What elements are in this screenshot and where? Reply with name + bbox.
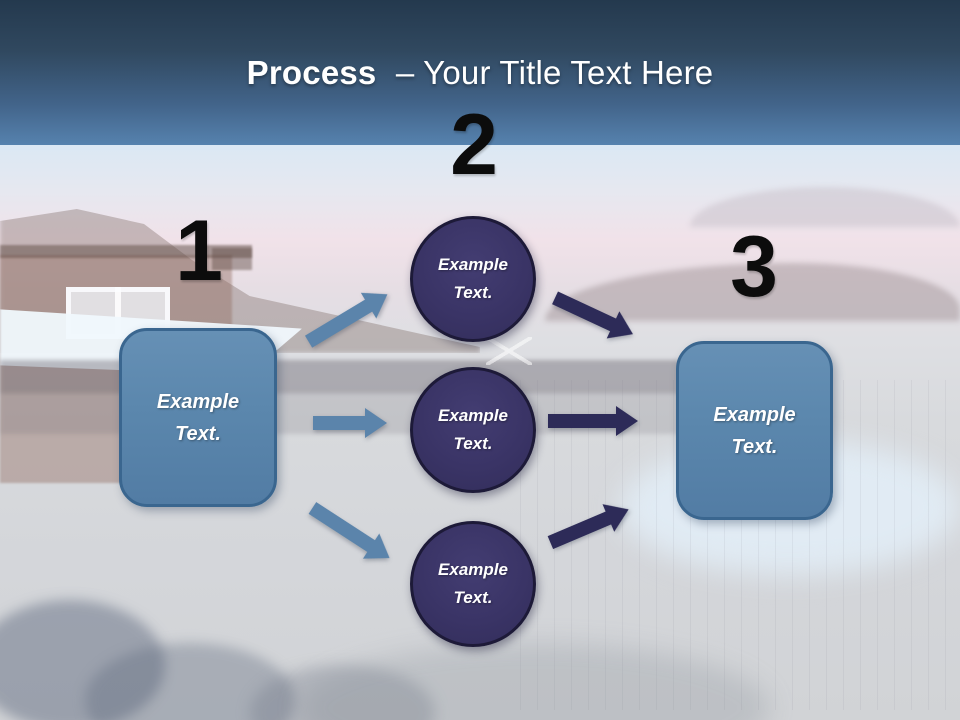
bg-cabin-beam (212, 248, 252, 270)
process-node-step2-middle: Example Text. (410, 367, 536, 493)
arrow-down-right-icon (308, 502, 390, 559)
arrow-step2-middle-to-step3 (548, 406, 638, 436)
bg-rock (0, 600, 165, 720)
arrow-right-icon (313, 408, 387, 438)
process-node-step3: Example Text. (676, 341, 833, 520)
bg-cabin-roof (0, 245, 252, 258)
arrow-step1-to-step2-top (301, 281, 395, 354)
step-number-2: 2 (450, 97, 498, 193)
bg-railing-cross (486, 337, 532, 365)
arrow-up-right-icon (304, 292, 388, 348)
step-number-1: 1 (175, 203, 223, 299)
arrow-step1-to-step2-middle (313, 408, 387, 438)
process-node-step1: Example Text. (119, 328, 277, 507)
arrow-step1-to-step2-bottom (304, 495, 397, 570)
arrow-right-icon (548, 406, 638, 436)
node-label: Example Text. (156, 390, 240, 445)
arrow-step2-bottom-to-step3 (545, 496, 635, 557)
process-node-step2-top: Example Text. (410, 216, 536, 342)
title-bar: Process – Your Title Text Here (0, 0, 960, 145)
arrow-step2-top-to-step3 (549, 284, 640, 348)
node-label: Example Text. (438, 405, 508, 453)
title-rest: – Your Title Text Here (395, 53, 714, 91)
process-node-step2-bottom: Example Text. (410, 521, 536, 647)
node-label: Example Text. (713, 403, 796, 458)
title-emphasis: Process (246, 53, 377, 91)
node-label: Example Text. (438, 559, 508, 607)
node-label: Example Text. (438, 254, 508, 302)
arrow-down-right-icon (552, 291, 633, 339)
page-title: Process – Your Title Text Here (247, 54, 714, 92)
arrow-up-right-icon (547, 504, 629, 550)
step-number-3: 3 (730, 219, 778, 315)
